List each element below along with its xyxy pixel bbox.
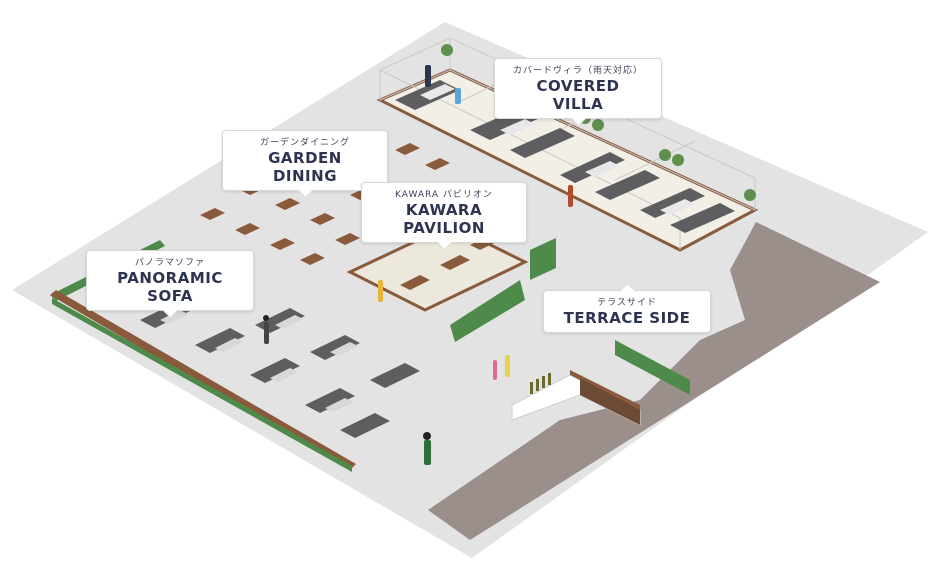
garden-dining-area[interactable] (200, 143, 450, 265)
covered-villa-title: COVERED VILLA (536, 77, 620, 113)
covered-villa-area[interactable] (376, 37, 759, 252)
callout-garden-dining[interactable]: ガーデンダイニング GARDEN DINING (222, 130, 388, 191)
kawara-pavilion-subtitle: KAWARA パビリオン (395, 190, 493, 200)
terrace-side-subtitle: テラスサイド (597, 298, 657, 308)
terrace-side-title: TERRACE SIDE (563, 309, 691, 327)
garden-dining-title: GARDEN DINING (268, 149, 342, 185)
garden-dining-subtitle: ガーデンダイニング (259, 138, 350, 148)
kawara-pavilion-title: KAWARA PAVILION (403, 201, 485, 237)
panoramic-sofa-title: PANORAMIC SOFA (117, 269, 223, 305)
covered-villa-subtitle: カバードヴィラ（雨天対応） (512, 66, 643, 76)
callout-panoramic-sofa[interactable]: パノラマソファ PANORAMIC SOFA (86, 250, 254, 311)
person-icon (263, 65, 573, 465)
callout-terrace-side[interactable]: テラスサイド TERRACE SIDE (543, 290, 711, 333)
callout-covered-villa[interactable]: カバードヴィラ（雨天対応） COVERED VILLA (494, 58, 662, 119)
bar-counter (511, 370, 641, 426)
bottle-icon (530, 373, 551, 394)
panoramic-sofa-subtitle: パノラマソファ (134, 258, 205, 268)
callout-kawara-pavilion[interactable]: KAWARA パビリオン KAWARA PAVILION (361, 182, 527, 243)
walkway-path (428, 222, 880, 540)
